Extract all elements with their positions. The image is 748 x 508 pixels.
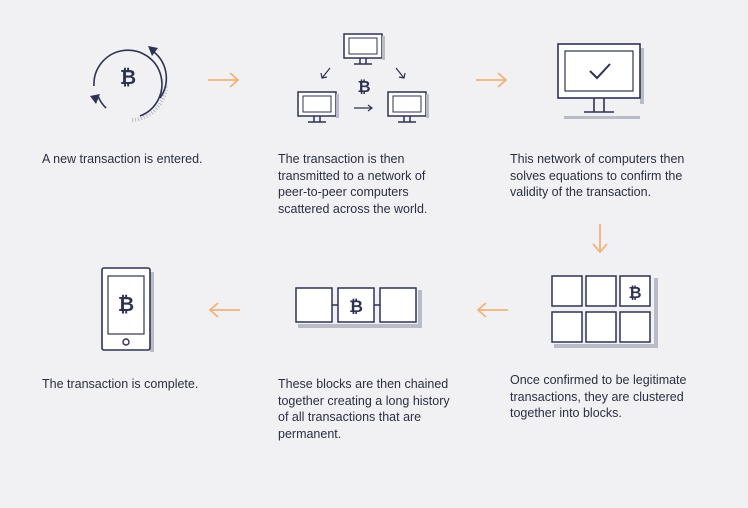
bitcoin-symbol: ₿ [628,283,641,302]
peer-network-icon: ₿ [297,33,429,123]
phone-bitcoin-icon: ₿ [101,267,154,352]
block-chain-icon: ₿ [295,287,422,328]
step-5-caption: These blocks are then chained together c… [278,377,450,441]
bitcoin-symbol: ₿ [118,292,134,316]
arrow-down-icon [592,224,608,254]
step-6-caption: The transaction is complete. [42,377,199,391]
step-4-caption: Once confirmed to be legitimate transact… [510,373,687,420]
step-3-caption: This network of computers then solves eq… [510,152,685,199]
arrow-left-icon [476,302,508,318]
bitcoin-symbol: ₿ [120,65,136,89]
step-1-caption: A new transaction is entered. [42,152,203,166]
bitcoin-symbol: ₿ [349,297,363,317]
bitcoin-symbol: ₿ [357,77,370,96]
arrow-left-icon [208,302,240,318]
arrow-right-icon [476,72,508,88]
checkmark-icon [589,63,611,80]
block-grid-icon: ₿ [551,275,658,348]
step-2-caption: The transaction is then transmitted to a… [278,152,428,216]
bitcoin-cycle-icon: ₿ [90,46,168,122]
arrow-right-icon [208,72,240,88]
monitor-check-icon [557,43,644,119]
